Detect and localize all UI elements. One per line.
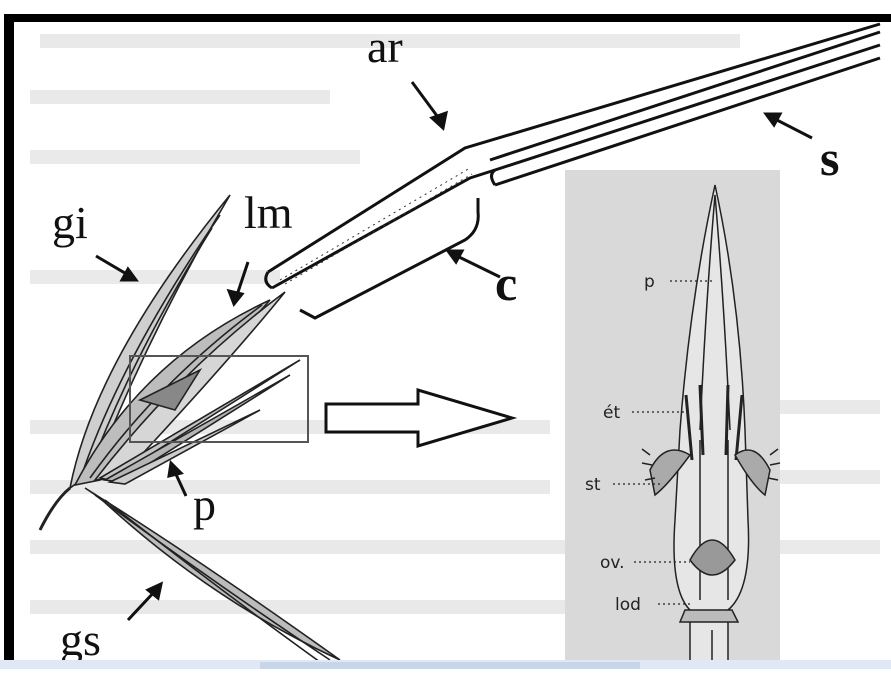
label-gi: gi [52, 197, 88, 248]
frame-top [4, 14, 891, 22]
label-c: c [495, 255, 517, 311]
label-s: s [820, 130, 839, 186]
inset-label-st: st [585, 475, 601, 495]
label-p: p [193, 479, 216, 530]
inset-label-lod: lod [615, 595, 641, 615]
inset-label-ov: ov. [600, 553, 625, 573]
label-gs: gs [60, 614, 101, 665]
label-lm: lm [244, 187, 293, 238]
bottom-strip-highlight [260, 662, 640, 669]
inset-label-p: p [644, 272, 655, 292]
frame-left [4, 14, 14, 669]
label-ar: ar [367, 21, 403, 72]
inset-panel [565, 170, 780, 669]
inset-label-et: ét [603, 403, 620, 423]
